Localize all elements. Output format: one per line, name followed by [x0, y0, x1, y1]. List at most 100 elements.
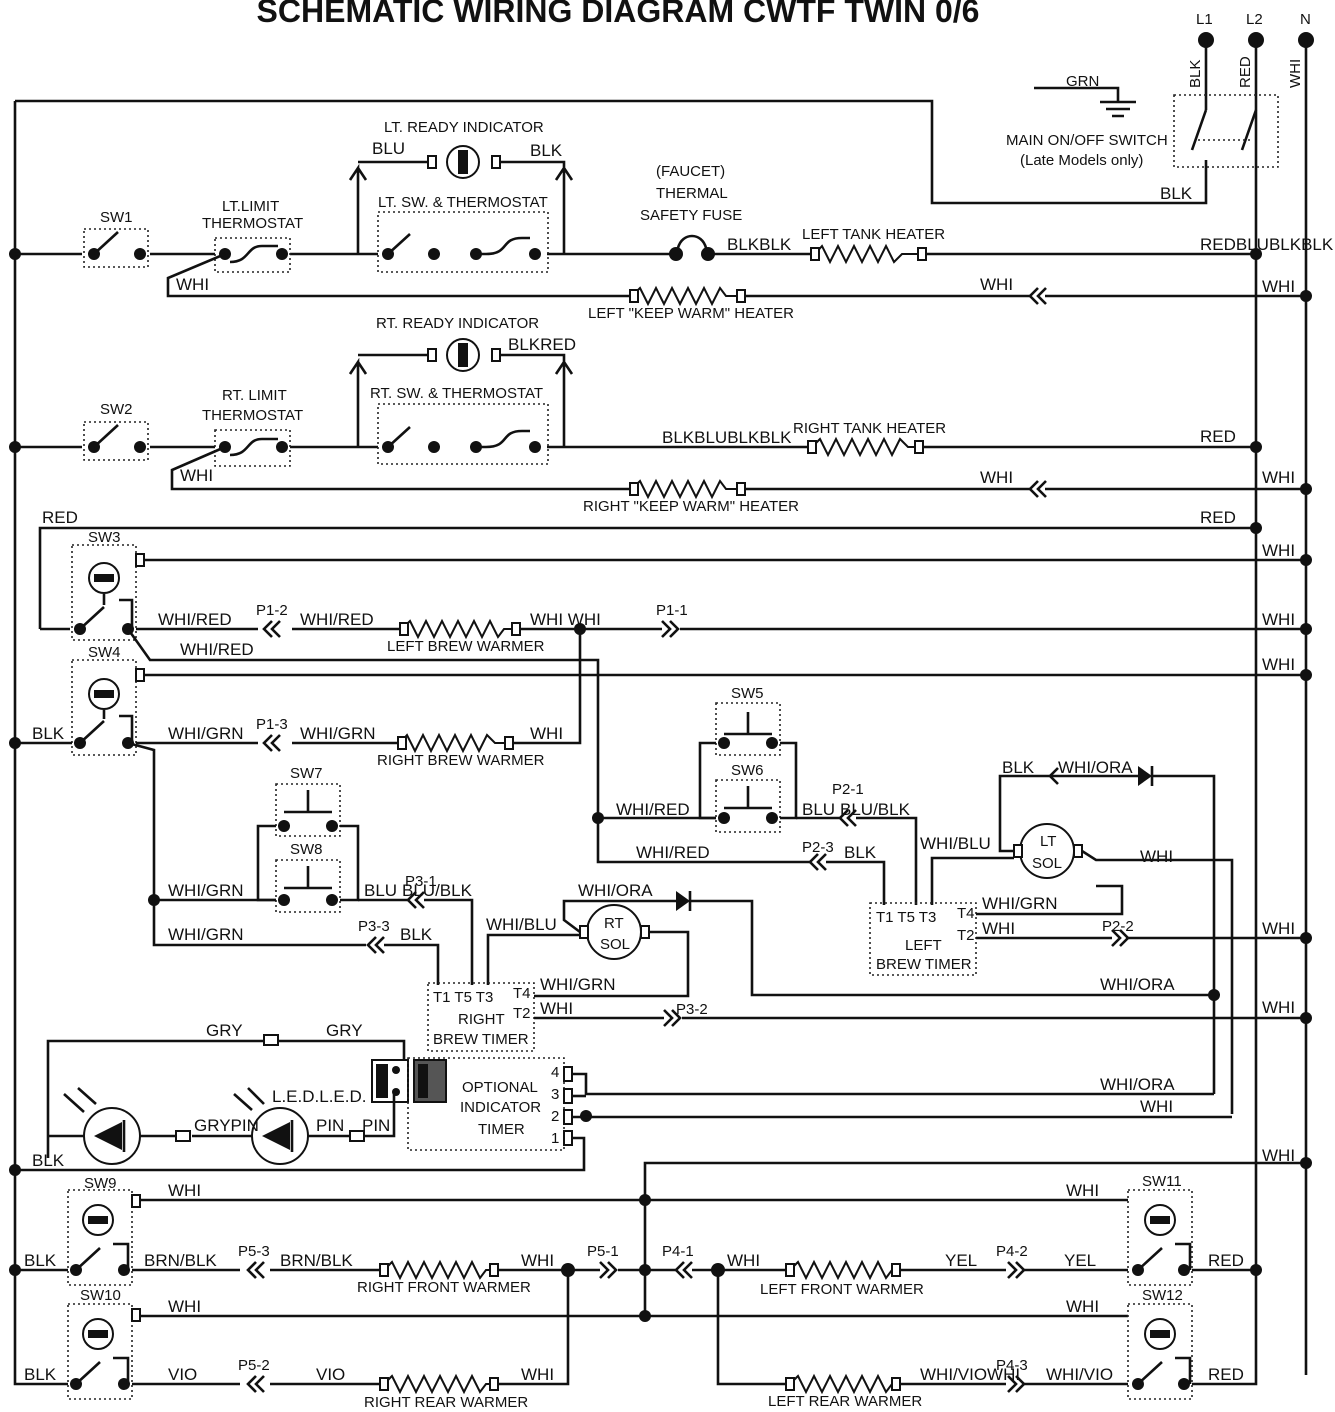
lt-whi-label: WHI: [176, 275, 209, 294]
p31-label: P3-1: [405, 873, 437, 890]
p51-arrow: [599, 1261, 618, 1279]
sw2-label: SW2: [100, 401, 133, 418]
l1-label: L1: [1196, 11, 1213, 28]
warm-whi-label-c: WHI: [168, 1297, 201, 1316]
warm-whi-label-f: WHI: [727, 1251, 760, 1270]
p32-arrow: [663, 1009, 682, 1027]
p33-label: P3-3: [358, 918, 390, 935]
sw10-terminal-top: [131, 1308, 141, 1322]
sw4-blk-label: BLK: [32, 724, 65, 743]
rt-blkred-label: BLKRED: [508, 335, 576, 354]
rt-limit-label: RT. LIMIT: [222, 387, 287, 404]
p43-label: P4-3: [996, 1357, 1028, 1374]
left-tank-heater-label: LEFT TANK HEATER: [802, 226, 945, 243]
sw9-sw10-feed: [13, 1268, 68, 1386]
sw6-output-wire: [598, 816, 918, 905]
rt-whigrn-label: WHI/GRN: [540, 975, 616, 994]
left-brew-timer-circuit: SW5 SW6 WHI/RED BLU P2-1 BLU/BLK WHI/RED…: [592, 685, 1312, 1114]
brew-whigrn-label-2: WHI/GRN: [300, 724, 376, 743]
lt-whi3-label: WHI: [1262, 919, 1295, 938]
indicator-n-node: [1300, 1157, 1312, 1169]
rt-sol-label-1: RT: [604, 915, 624, 932]
indicator-socket-pin: [418, 1064, 428, 1098]
grn-label: GRN: [1066, 73, 1099, 90]
lt-whired-b-wire: [596, 818, 886, 905]
sw5-box: [715, 702, 781, 756]
lt-indicator-wire: [348, 160, 574, 254]
red-label-a: RED: [1208, 1251, 1244, 1270]
right-rear-warmer-terminal-a: [379, 1377, 389, 1391]
lt-ready-lamp-bar: [458, 150, 468, 174]
sw5-contact-a: [718, 737, 730, 749]
right-keep-warm-terminal-b: [736, 482, 746, 496]
left-keep-warm-wire: [166, 252, 1306, 298]
brew-whi-label-2: WHI: [1262, 610, 1295, 629]
indicator-timer-name-2: INDICATOR: [460, 1099, 541, 1116]
main-switch-note: (Late Models only): [1020, 152, 1143, 169]
lt-whiblu-wire: [930, 856, 1014, 905]
warm-center-node-mid: [639, 1264, 651, 1276]
rt-thermostat-label: RT. SW. & THERMOSTAT: [370, 385, 543, 402]
rt-n-node: [1300, 483, 1312, 495]
indicator-pin-2: 2: [551, 1108, 559, 1125]
rt-whiora-label: WHI/ORA: [578, 881, 653, 900]
main-switch-blades: [1190, 109, 1258, 151]
p23-label: P2-3: [802, 839, 834, 856]
sw11-box: [1127, 1189, 1193, 1286]
lt-limit-label-2: THERMOSTAT: [202, 215, 303, 232]
rt-timer-name-2: BREW TIMER: [433, 1031, 529, 1048]
red-label-b: RED: [1208, 1365, 1244, 1384]
gry-label-b: GRY: [326, 1021, 363, 1040]
brew-whi-label-1: WHI: [1262, 541, 1295, 560]
sw2-contact-b: [134, 441, 146, 453]
lt-blk-label: BLK: [844, 843, 877, 862]
right-front-warmer: [383, 1259, 494, 1281]
left-keep-warm-terminal-b: [736, 289, 746, 303]
p22-arrow: [1111, 929, 1130, 947]
sw10-box: [67, 1303, 133, 1400]
p43-arrow: [1007, 1375, 1026, 1393]
sw4-lamp-bar: [94, 690, 114, 698]
lt-thermostat-contact-b: [428, 248, 440, 260]
rt-whiblu-wire: [486, 933, 580, 985]
indicator-timer-name-3: TIMER: [478, 1121, 525, 1138]
lt-t4-label: T4: [957, 905, 975, 922]
p41-arrow: [674, 1261, 693, 1279]
lt-connector-arrow: [1028, 287, 1047, 305]
lt-timer-name-1: LEFT: [905, 937, 942, 954]
p21-label: P2-1: [832, 781, 864, 798]
p51-label: P5-1: [587, 1243, 619, 1260]
led-2-diode: [262, 1122, 290, 1150]
right-front-warmer-label: RIGHT FRONT WARMER: [357, 1279, 531, 1296]
rt-t2-label: T2: [513, 1005, 531, 1022]
right-brew-warmer-terminal-a: [397, 736, 407, 750]
warm-center-node-top: [639, 1194, 651, 1206]
vio-label-a: VIO: [168, 1365, 197, 1384]
brew-whiwhi-label: WHI WHI: [530, 610, 601, 629]
whi-supply-label: WHI: [1287, 59, 1304, 88]
rt-t4-label: T4: [513, 985, 531, 1002]
rt-ready-lamp-bar: [458, 343, 468, 367]
sw12-contact-b: [1178, 1378, 1190, 1390]
rt-blkblublkblk-label: BLKBLUBLKBLK: [662, 428, 792, 447]
lt-whi2-label: WHI: [982, 919, 1015, 938]
sw8-label: SW8: [290, 841, 323, 858]
right-tank-heater-terminal-b: [914, 440, 924, 454]
brew-whired-branch: [126, 628, 600, 818]
indicator-plug-contact-a: [392, 1066, 400, 1074]
lt-redblublkblk-label: REDBLUBLKBLK: [1200, 235, 1334, 254]
lt-whigrn-label: WHI/GRN: [982, 894, 1058, 913]
thermal-fuse-link: [676, 234, 708, 249]
left-brew-warmer-label: LEFT BREW WARMER: [387, 638, 545, 655]
indicator-pin-1: 1: [551, 1130, 559, 1147]
indicator-whi-feed-wire: [643, 1161, 1306, 1318]
indicator-terminal-2: [563, 1109, 573, 1125]
sw3-blade: [79, 594, 134, 630]
right-tank-heater-terminal-a: [807, 440, 817, 454]
brew-red-node: [1250, 522, 1262, 534]
right-brew-warmer-terminal-b: [504, 736, 514, 750]
pin-label-a: PIN: [316, 1116, 344, 1135]
rt-limit-element: [229, 437, 278, 457]
sw1-label: SW1: [100, 209, 133, 226]
sw8-contact-b: [326, 894, 338, 906]
